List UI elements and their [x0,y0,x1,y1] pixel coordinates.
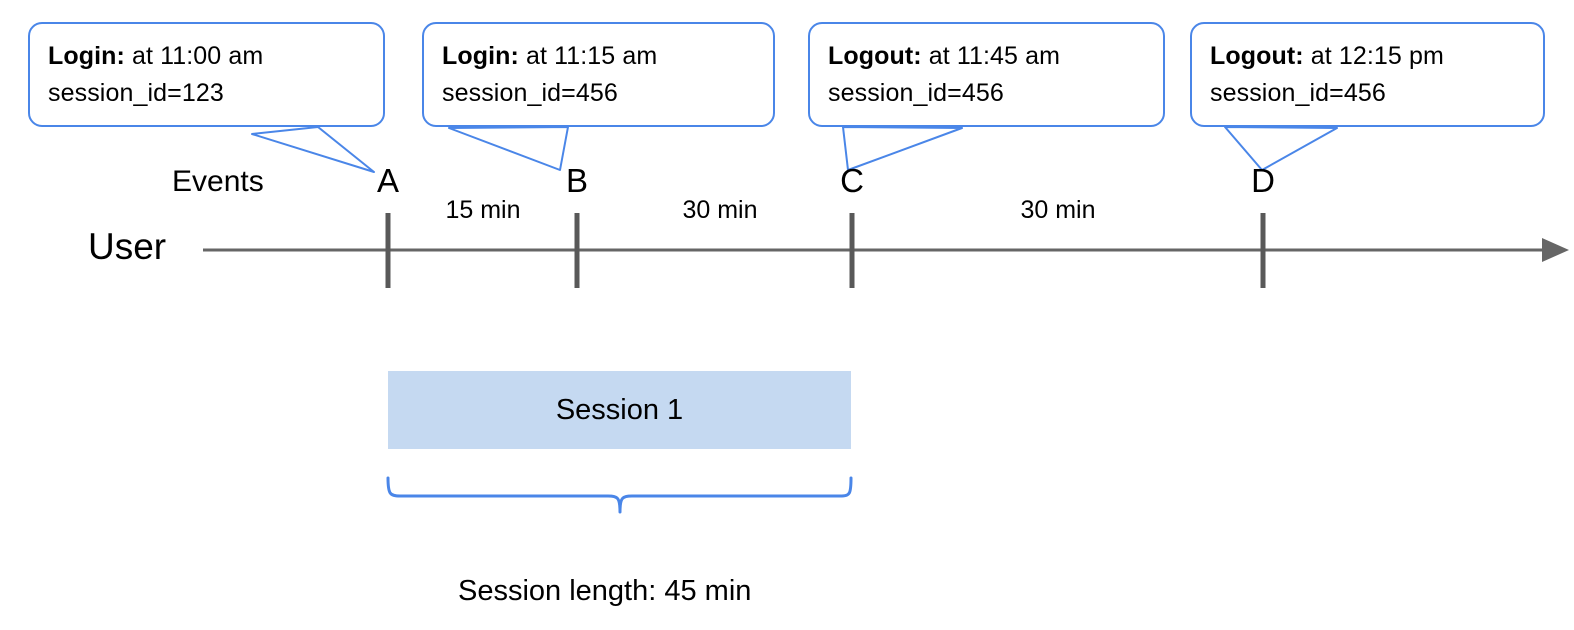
callout-bubble-b: Login: at 11:15 am session_id=456 [422,22,775,127]
session-bar-label: Session 1 [555,393,684,426]
callout-b-line1: Login: at 11:15 am [442,38,757,75]
callout-c-rest: at 11:45 am [921,42,1061,70]
row-label-events: Events [172,165,264,198]
callout-d-tail [1224,126,1338,171]
event-label-b: B [565,162,588,199]
interval-label-bc: 30 min [682,196,758,224]
callout-bubble-a: Login: at 11:00 am session_id=123 [28,22,385,127]
interval-label-ab: 15 min [445,196,521,224]
callout-b-tail [448,126,569,171]
row-label-user: User [88,226,167,267]
callout-d-line2: session_id=456 [1210,79,1386,107]
callout-b-line2: session_id=456 [442,79,618,107]
callout-c-tail [842,126,963,171]
session-brace [386,476,853,514]
callout-a-tail [251,126,375,173]
callout-a-rest: at 11:00 am [124,42,264,70]
callout-a-lead: Login: [48,42,125,70]
interval-label-cd: 30 min [1020,196,1096,224]
callout-bubble-d: Logout: at 12:15 pm session_id=456 [1190,22,1545,127]
callout-b-rest: at 11:15 am [518,42,658,70]
callout-d-rest: at 12:15 pm [1303,42,1444,70]
callout-d-line1: Logout: at 12:15 pm [1210,38,1527,75]
event-label-c: C [840,162,864,199]
session-length-caption: Session length: 45 min [458,575,752,607]
session-bar: Session 1 [388,371,851,449]
callout-c-line2: session_id=456 [828,79,1004,107]
event-label-d: D [1251,162,1275,199]
callout-c-lead: Logout: [828,42,922,70]
callout-d-lead: Logout: [1210,42,1304,70]
event-label-a: A [376,162,399,199]
callout-c-line1: Logout: at 11:45 am [828,38,1147,75]
callout-a-line2: session_id=123 [48,79,224,107]
callout-b-lead: Login: [442,42,519,70]
callout-a-line1: Login: at 11:00 am [48,38,367,75]
callout-bubble-c: Logout: at 11:45 am session_id=456 [808,22,1165,127]
